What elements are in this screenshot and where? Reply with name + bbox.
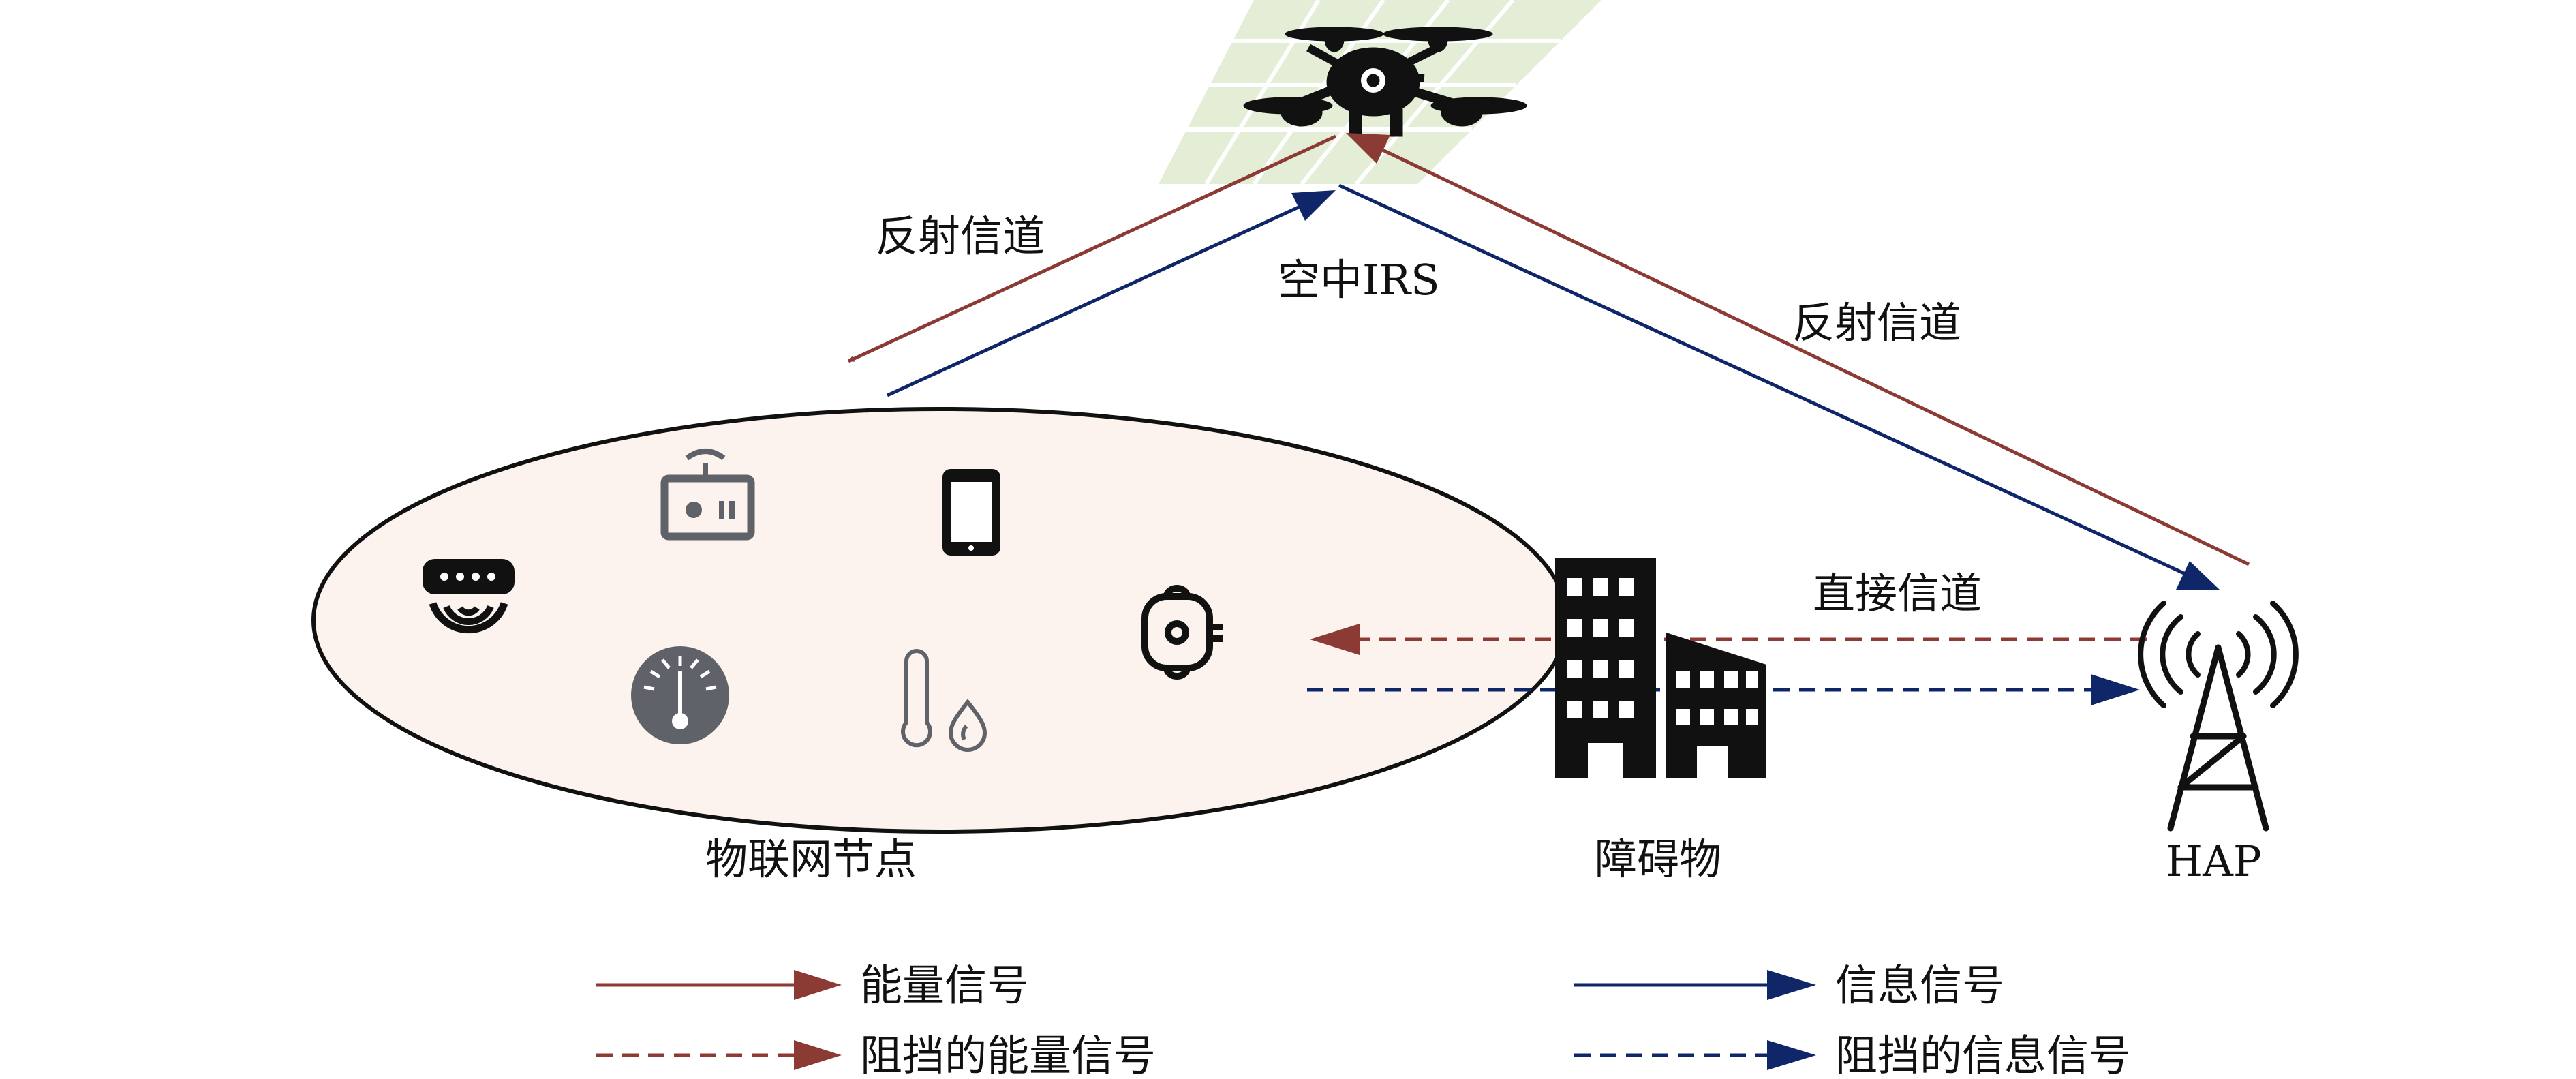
buildings-icon: [1555, 558, 1766, 778]
reflect-energy-arrow-to-iot: [847, 134, 1337, 363]
legend-info-signal-label: 信息信号: [1835, 960, 2004, 1010]
router-icon: [423, 559, 515, 634]
tower-icon: [2138, 601, 2299, 832]
legend-energy-signal-label: 能量信号: [860, 960, 1029, 1010]
iot-nodes-label: 物联网节点: [705, 834, 917, 884]
wearable-sensor-icon: [1141, 585, 1223, 680]
hap-label: HAP: [2166, 836, 2262, 886]
iot-nodes-region: [311, 407, 1569, 834]
aerial-irs-label: 空中IRS: [1278, 255, 1440, 305]
legend-energy-signal: 能量信号: [596, 960, 1029, 1010]
reflect-info-arrow-to-hap: [1338, 183, 2220, 590]
legend-blocked-energy-signal-label: 阻挡的能量信号: [860, 1031, 1156, 1079]
gauge-icon: [631, 646, 729, 744]
legend-blocked-energy-signal: 阻挡的能量信号: [596, 1031, 1156, 1079]
legend-info-signal: 信息信号: [1574, 960, 2004, 1010]
reflect-channel-label-left: 反射信道: [876, 211, 1045, 261]
reflect-energy-arrow-from-hap: [1346, 133, 2250, 566]
legend-blocked-info-signal-label: 阻挡的信息信号: [1835, 1031, 2131, 1079]
reflect-info-arrow-to-irs: [886, 190, 1336, 397]
smartphone-icon: [942, 469, 1000, 556]
direct-channel-label: 直接信道: [1813, 568, 1982, 618]
obstacle-label: 障碍物: [1595, 834, 1721, 884]
legend-blocked-info-signal: 阻挡的信息信号: [1574, 1031, 2131, 1079]
reflect-channel-label-right: 反射信道: [1792, 298, 1961, 348]
temperature-humidity-icon: [901, 649, 987, 752]
direct-energy-arrow-blocked: [1310, 624, 2147, 655]
remote-control-icon: [660, 449, 755, 541]
drone-icon: [1243, 27, 1527, 137]
legend: 能量信号 阻挡的能量信号 信息信号 阻挡的信息信号: [596, 960, 2131, 1079]
